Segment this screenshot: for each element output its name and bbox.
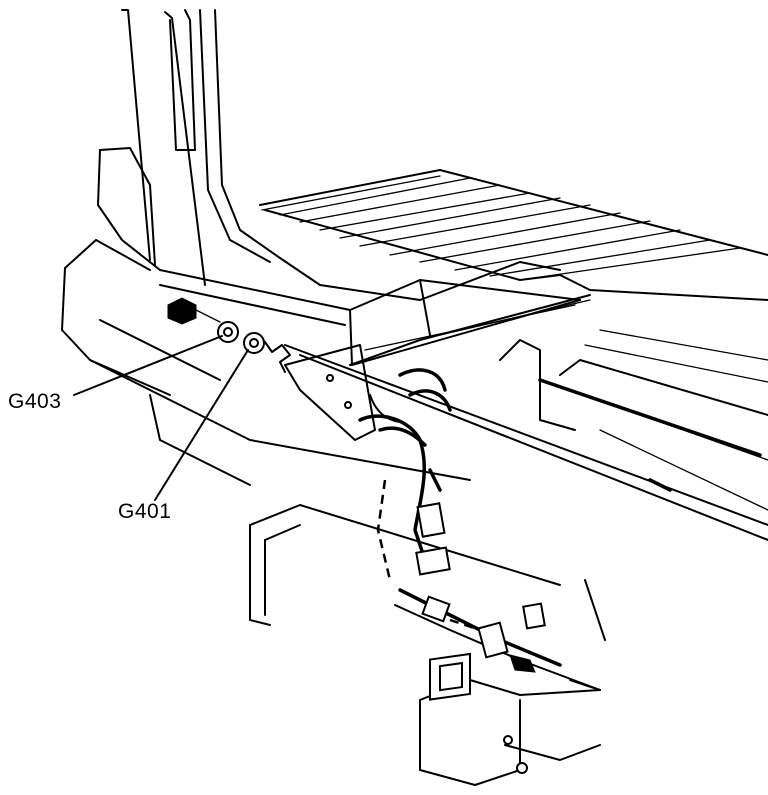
rear-bumper <box>61 239 471 486</box>
g401-callout-label: G401 <box>118 500 172 523</box>
cab-pillar <box>97 9 281 286</box>
bed-crossmember <box>159 269 591 366</box>
frame-rail <box>284 339 768 541</box>
callout-leaders <box>73 335 249 501</box>
ground-fasteners <box>167 297 291 373</box>
g403-callout-label: G403 <box>8 390 62 413</box>
harness-bracket <box>284 344 376 441</box>
cargo-bed-floor <box>259 169 768 383</box>
wiring-harness <box>358 368 768 691</box>
trailer-hitch <box>249 504 601 786</box>
